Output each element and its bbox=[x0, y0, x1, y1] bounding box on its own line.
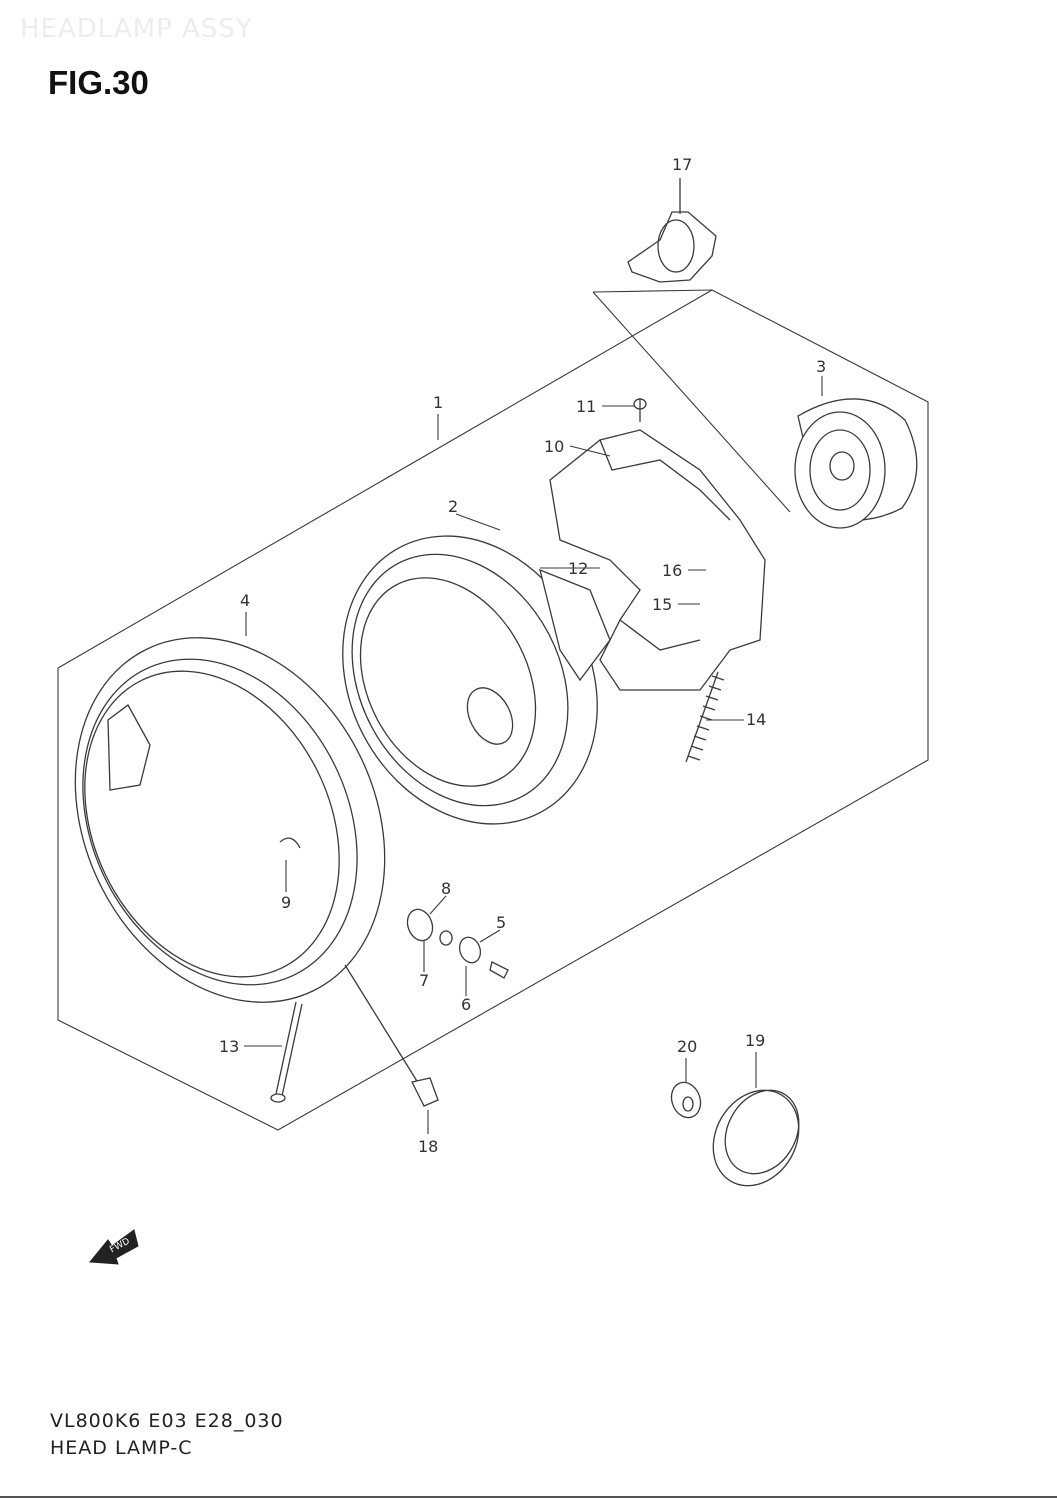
leader-lines bbox=[244, 376, 823, 1134]
callout-1: 1 bbox=[433, 393, 443, 412]
callout-8: 8 bbox=[441, 879, 451, 898]
headlamp-unit-part bbox=[342, 535, 611, 825]
callout-2: 2 bbox=[448, 497, 458, 516]
fasteners-group bbox=[406, 908, 509, 979]
callout-20: 20 bbox=[677, 1037, 697, 1056]
callout-16: 16 bbox=[662, 561, 682, 580]
cap-and-washer-group bbox=[670, 1081, 800, 1187]
callout-3: 3 bbox=[816, 357, 826, 376]
callout-10: 10 bbox=[544, 437, 564, 456]
callout-4: 4 bbox=[240, 591, 250, 610]
callout-7: 7 bbox=[419, 971, 429, 990]
diagram-name: HEAD LAMP-C bbox=[50, 1437, 193, 1459]
callout-19: 19 bbox=[745, 1031, 765, 1050]
callout-12: 12 bbox=[568, 559, 588, 578]
callout-6: 6 bbox=[461, 995, 471, 1014]
spring-part bbox=[685, 671, 725, 763]
rear-cover-part bbox=[794, 398, 918, 529]
figure-title: FIG.30 bbox=[48, 64, 149, 101]
callout-14: 14 bbox=[746, 710, 766, 729]
callout-9: 9 bbox=[281, 893, 291, 912]
bolts-group bbox=[270, 964, 439, 1107]
page-bottom-border bbox=[0, 1496, 1057, 1498]
callout-11: 11 bbox=[576, 397, 596, 416]
callout-15: 15 bbox=[652, 595, 672, 614]
assembly-outline bbox=[57, 289, 929, 1131]
callout-18: 18 bbox=[418, 1137, 438, 1156]
callout-13: 13 bbox=[219, 1037, 239, 1056]
bracket-part bbox=[549, 398, 766, 691]
diagram-code: VL800K6 E03 E28_030 bbox=[50, 1410, 284, 1432]
rim-ring-part bbox=[74, 637, 386, 1003]
bulb-part bbox=[627, 178, 717, 283]
watermark-title: HEADLAMP ASSY bbox=[20, 14, 253, 44]
callout-17: 17 bbox=[672, 155, 692, 174]
callout-numbers: 1 2 3 4 5 6 7 8 9 10 11 12 13 14 15 16 1… bbox=[219, 155, 826, 1156]
fwd-arrow-icon: FWD bbox=[89, 1229, 139, 1265]
callout-5: 5 bbox=[496, 913, 506, 932]
